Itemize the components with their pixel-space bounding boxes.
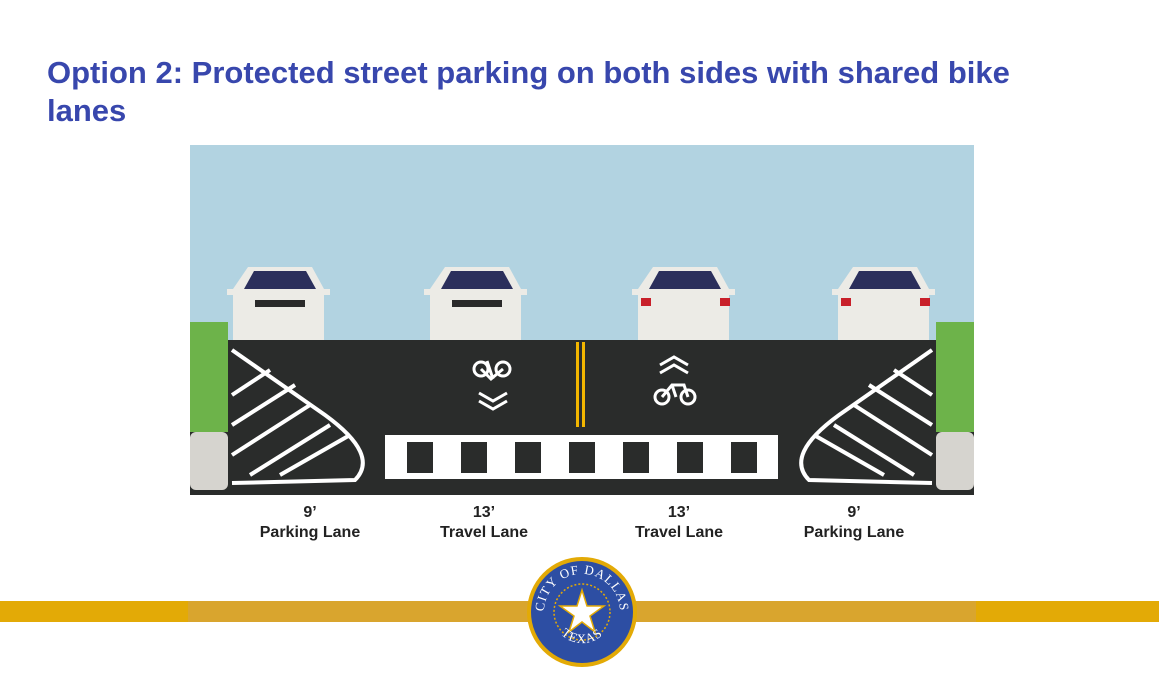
lane-label-right-travel: 13’ Travel Lane [599,503,759,543]
car-front-icon [227,267,330,352]
seal-bottom-text: TEXAS [559,625,604,646]
left-planting-strip [190,322,228,432]
right-parking-buffer [799,348,934,485]
left-parking-buffer [230,348,365,485]
lane-name: Travel Lane [439,524,529,541]
right-planting-strip [936,322,974,432]
lane-name: Parking Lane [259,524,361,541]
lane-label-right-parking: 9’ Parking Lane [774,503,934,543]
lane-label-left-travel: 13’ Travel Lane [404,503,564,543]
car-rear-icon [632,267,735,352]
sharrow-icon [653,355,697,406]
right-curb [936,432,974,490]
center-line [576,342,579,427]
star-icon [557,587,607,635]
car-front-icon [424,267,527,352]
slide-title: Option 2: Protected street parking on bo… [47,55,1010,128]
sharrow-icon [472,360,512,411]
center-line [582,342,585,427]
lane-width: 9’ [303,504,317,521]
lane-name: Travel Lane [634,524,724,541]
street-cross-section-illustration [190,145,974,495]
lane-width: 13’ [472,504,496,521]
left-curb [190,432,228,490]
car-rear-icon [832,267,935,352]
svg-text:TEXAS: TEXAS [559,625,605,646]
lane-label-left-parking: 9’ Parking Lane [230,503,390,543]
crosswalk-marking [385,435,778,479]
lane-width: 9’ [847,504,861,521]
lane-name: Parking Lane [803,524,905,541]
lane-width: 13’ [667,504,691,521]
city-of-dallas-seal-logo: CITY OF DALLAS TEXAS [527,557,637,667]
